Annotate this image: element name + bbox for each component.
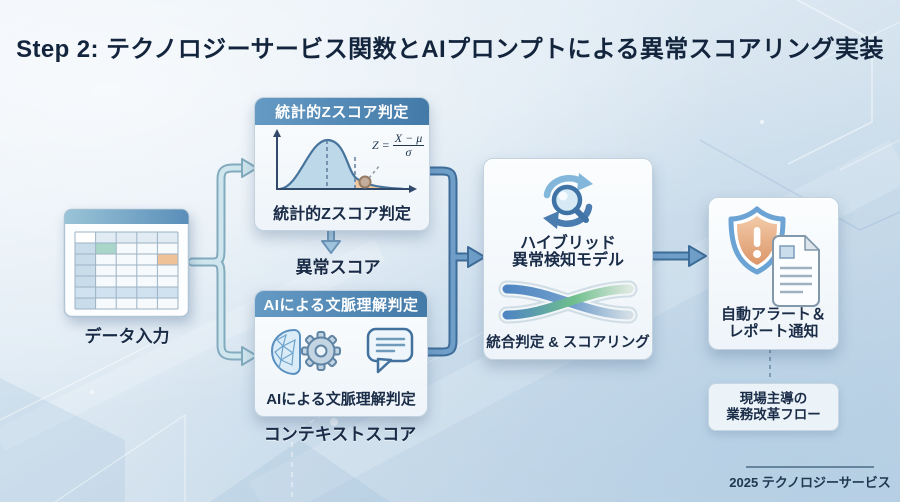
- hybrid-caption: 統合判定 & スコアリング: [486, 335, 650, 351]
- shield-icon: [728, 206, 786, 275]
- alert-label-line2: レポート通知: [728, 323, 819, 340]
- interleave-flows-icon: [498, 280, 638, 324]
- formula-denominator: σ: [405, 145, 412, 160]
- node-data-input: [63, 208, 190, 323]
- brain-icon: [270, 328, 301, 376]
- hybrid-title-line1: ハイブリッド: [520, 235, 616, 252]
- panel-zscore-caption: 統計的Zスコア判定: [273, 206, 411, 223]
- table-icon: [63, 208, 190, 318]
- panel-ai-caption: AIによる文脈理解判定: [266, 391, 416, 408]
- field-flow-box: 現場主導の 業務改革フロー: [708, 383, 839, 431]
- arrowhead-to-hybrid: [467, 246, 486, 268]
- gear-icon: [301, 331, 341, 371]
- arrowhead-to-zscore: [241, 158, 258, 178]
- zscore-formula: Z = X − μ σ: [372, 131, 425, 160]
- field-flow-line1: 現場主導の: [739, 391, 808, 406]
- shield-alert-icon: [728, 206, 820, 307]
- merge-connector: [421, 166, 486, 357]
- data-input-label: データ入力: [84, 327, 170, 346]
- formula-numerator: X − μ: [392, 131, 425, 147]
- output-arrow: [649, 245, 707, 267]
- panel-hybrid: ハイブリッド 異常検知モデル 統合判定 & スコアリング: [483, 158, 653, 360]
- arrowhead-to-alert: [688, 245, 707, 267]
- hybrid-title-line2: 異常検知モデル: [511, 252, 624, 269]
- alert-label: 自動アラート＆ レポート通知: [709, 306, 838, 340]
- hybrid-title: ハイブリッド 異常検知モデル: [512, 235, 624, 269]
- formula-lhs: Z =: [372, 138, 390, 153]
- panel-ai: AIによる文脈理解判定: [254, 290, 428, 417]
- panel-zscore-header: 統計的Zスコア判定: [255, 98, 429, 125]
- footer-divider: [746, 466, 874, 468]
- context-score-label: コンテキストスコア: [263, 425, 417, 444]
- bell-curve-chart: [273, 129, 417, 193]
- field-flow-line2: 業務改革フロー: [726, 407, 821, 422]
- panel-alert: 自動アラート＆ レポート通知: [708, 197, 839, 350]
- speech-bubble-icon: [366, 327, 414, 374]
- page-title: Step 2: テクノロジーサービス関数とAIプロンプトによる異常スコアリング実…: [16, 36, 884, 63]
- sync-search-icon: [543, 173, 593, 229]
- down-arrow-anomaly: [321, 226, 341, 254]
- panel-ai-header: AIによる文脈理解判定: [255, 291, 427, 317]
- split-connector: [187, 158, 258, 366]
- footer-credit: 2025 テクノロジーサービス: [729, 475, 891, 490]
- anomaly-score-label: 異常スコア: [295, 258, 381, 277]
- ai-icon-row: [270, 327, 414, 376]
- report-document-icon: [772, 235, 820, 307]
- alert-label-line1: 自動アラート＆: [720, 306, 826, 323]
- arrowhead-to-ai: [241, 346, 258, 366]
- panel-zscore: 統計的Zスコア判定 Z = X − μ σ 統計的Zスコア判定: [254, 97, 430, 231]
